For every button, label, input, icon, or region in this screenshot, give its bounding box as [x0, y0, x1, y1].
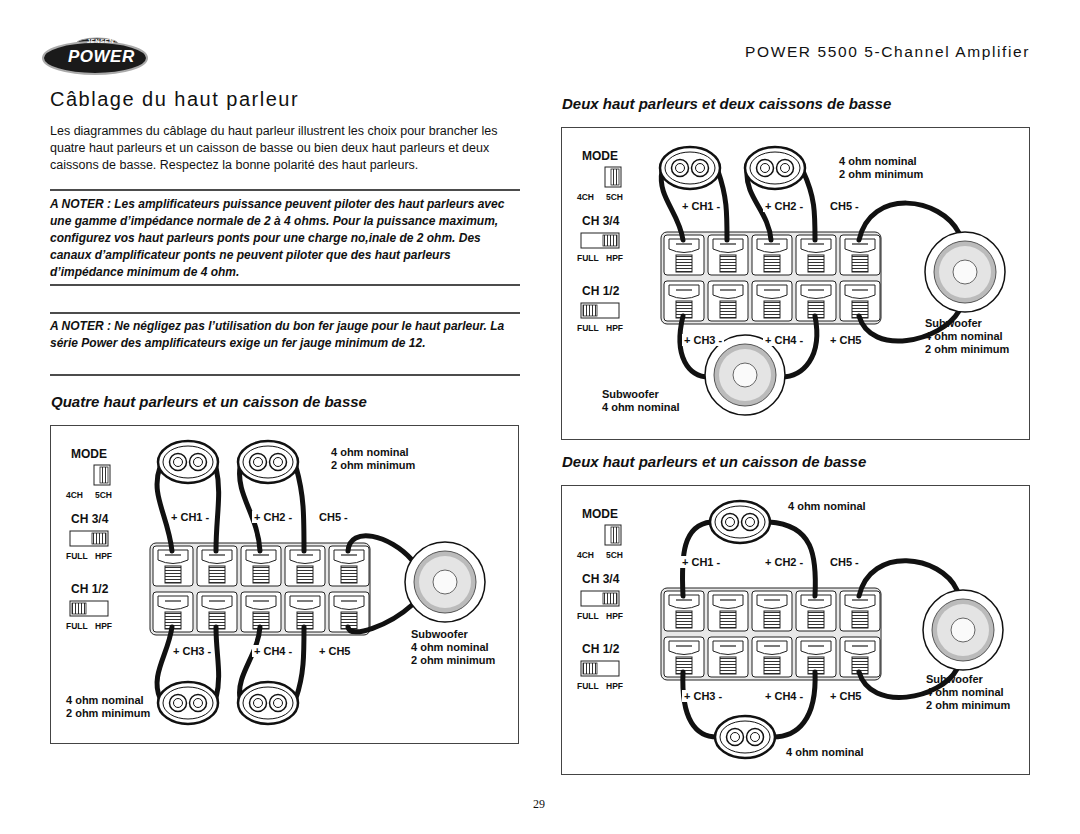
intro-paragraph: Les diagrammes du câblage du haut parleu…: [50, 123, 520, 174]
switch-option: FULL: [577, 253, 599, 263]
page-number: 29: [533, 797, 545, 812]
switch-option: HPF: [606, 323, 623, 333]
spec-label: 2 ohm minimum: [331, 459, 415, 472]
switch-option: FULL: [577, 681, 599, 691]
spec-label: 4 ohm nominal: [839, 155, 917, 168]
terminal-label: + CH3 -: [682, 690, 724, 702]
terminal-label: + CH3 -: [682, 334, 724, 346]
switch-option: 5CH: [95, 490, 112, 500]
switch-label: CH 1/2: [582, 642, 619, 656]
switch-label: CH 1/2: [71, 582, 108, 596]
spec-label: Subwoofer: [925, 317, 982, 330]
switch-label: CH 3/4: [582, 572, 619, 586]
switch-option: FULL: [577, 611, 599, 621]
spec-label: 4 ohm nominal: [925, 330, 1003, 343]
spec-label: 4 ohm nominal: [602, 401, 680, 414]
switch-label: MODE: [71, 447, 107, 461]
spec-label: 2 ohm minimum: [66, 707, 150, 720]
logo-text: POWER: [68, 47, 135, 67]
switch-label: CH 3/4: [582, 214, 619, 228]
section-heading: Quatre haut parleurs et un caisson de ba…: [51, 393, 367, 410]
terminal-label: + CH2 -: [252, 511, 294, 523]
section-heading: Deux haut parleurs et deux caissons de b…: [562, 95, 891, 112]
terminal-label: CH5 -: [317, 511, 350, 523]
terminal-label: + CH2 -: [763, 200, 805, 212]
terminal-label: + CH5: [828, 690, 864, 702]
switch-option: 5CH: [606, 192, 623, 202]
switch-label: MODE: [582, 507, 618, 521]
spec-label: 4 ohm nominal: [926, 686, 1004, 699]
section-heading: Deux haut parleurs et un caisson de bass…: [562, 453, 866, 470]
wiring-panel: Deux haut parleurs et deux caissons de b…: [561, 127, 1030, 440]
terminal-label: CH5 -: [828, 556, 861, 568]
terminal-label: + CH1 -: [680, 556, 722, 568]
spec-label: 2 ohm minimum: [926, 699, 1010, 712]
spec-label: 2 ohm minimum: [925, 343, 1009, 356]
spec-label: 4 ohm nominal: [411, 641, 489, 654]
wiring-panel: Quatre haut parleurs et un caisson de ba…: [50, 425, 519, 744]
spec-label: Subwoofer: [602, 388, 659, 401]
terminal-label: + CH4 -: [763, 334, 805, 346]
page-title: Câblage du haut parleur: [50, 88, 299, 111]
spec-label: Subwoofer: [411, 628, 468, 641]
switch-option: HPF: [95, 621, 112, 631]
switch-label: MODE: [582, 149, 618, 163]
note-text: A NOTER : Les amplificateurs puissance p…: [50, 196, 520, 281]
switch-option: FULL: [66, 621, 88, 631]
switch-option: FULL: [577, 323, 599, 333]
page-header: POWER 5500 5-Channel Amplifier: [745, 43, 1030, 61]
terminal-label: + CH1 -: [169, 511, 211, 523]
switch-label: CH 3/4: [71, 512, 108, 526]
terminal-label: + CH3 -: [171, 645, 213, 657]
spec-label: 4 ohm nominal: [331, 446, 409, 459]
spec-label: 2 ohm minimum: [411, 654, 495, 667]
terminal-label: + CH1 -: [680, 200, 722, 212]
terminal-label: + CH5: [317, 645, 353, 657]
switch-option: HPF: [606, 253, 623, 263]
switch-option: HPF: [606, 681, 623, 691]
logo-brand: JENSEN: [87, 38, 114, 44]
switch-option: 5CH: [606, 550, 623, 560]
spec-label: 4 ohm nominal: [786, 746, 864, 759]
spec-label: 2 ohm minimum: [839, 168, 923, 181]
switch-option: FULL: [66, 551, 88, 561]
spec-label: 4 ohm nominal: [66, 694, 144, 707]
terminal-label: + CH4 -: [763, 690, 805, 702]
switch-option: 4CH: [66, 490, 83, 500]
switch-option: HPF: [606, 611, 623, 621]
switch-option: 4CH: [577, 550, 594, 560]
switch-label: CH 1/2: [582, 284, 619, 298]
terminal-label: + CH5: [828, 334, 864, 346]
spec-label: Subwoofer: [926, 673, 983, 686]
note-text: A NOTER : Ne négligez pas l’utilisation …: [50, 318, 520, 352]
switch-option: HPF: [95, 551, 112, 561]
wiring-panel: Deux haut parleurs et un caisson de bass…: [561, 485, 1030, 775]
switch-option: 4CH: [577, 192, 594, 202]
terminal-label: + CH2 -: [763, 556, 805, 568]
spec-label: 4 ohm nominal: [788, 500, 866, 513]
terminal-label: + CH4 -: [252, 645, 294, 657]
terminal-label: CH5 -: [828, 200, 861, 212]
